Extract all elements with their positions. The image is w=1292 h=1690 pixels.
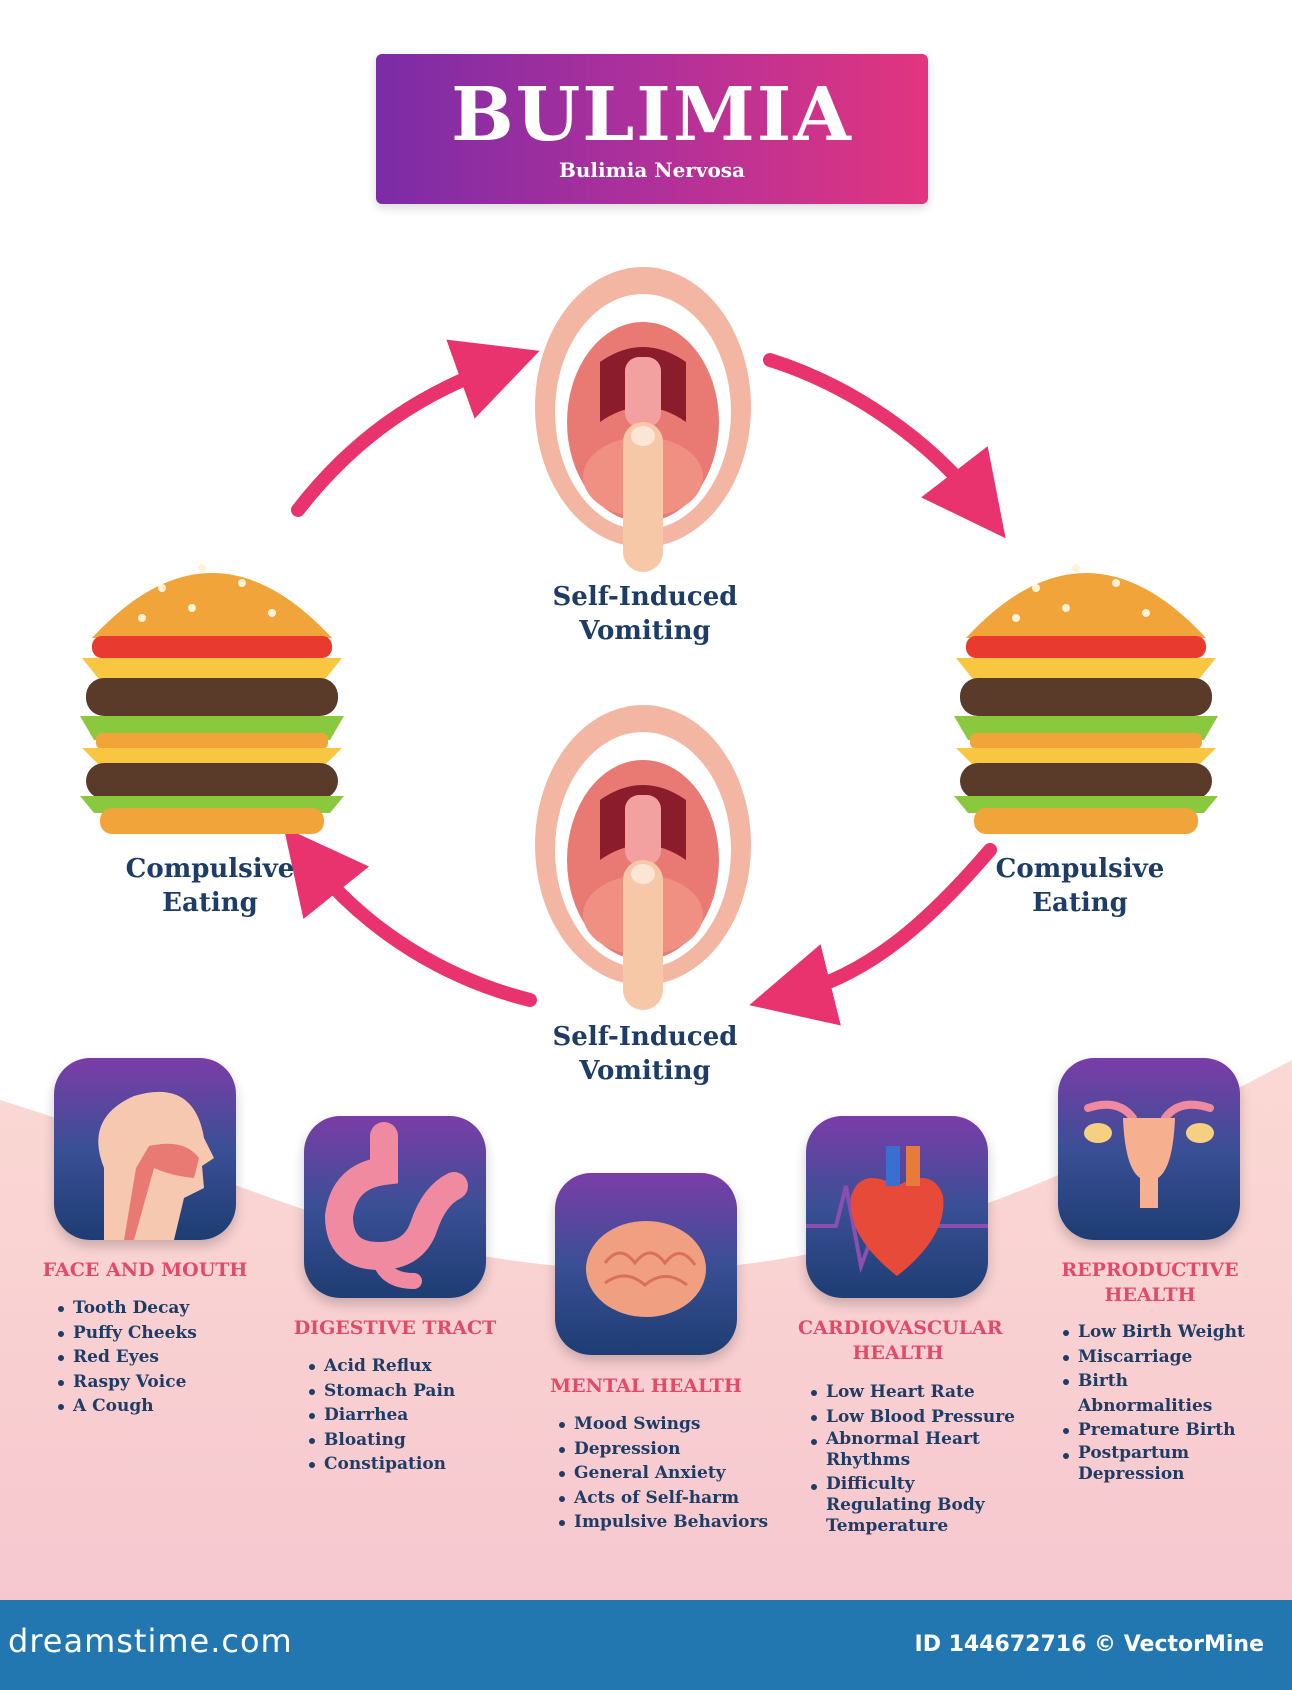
head-icon [98, 1091, 214, 1240]
category-title-digestive: DIGESTIVE TRACT [293, 1317, 497, 1339]
list-item: Postpartum Depression [1060, 1443, 1260, 1485]
footer-id: ID 144672716 © VectorMine [914, 1632, 1264, 1657]
category-list-digestive: Acid Reflux Stomach Pain Diarrhea Bloati… [306, 1354, 455, 1477]
category-title-face-mouth: FACE AND MOUTH [42, 1259, 248, 1281]
burger-icon [80, 564, 344, 834]
list-item: Depression [556, 1437, 768, 1462]
list-item: Red Eyes [55, 1345, 197, 1370]
list-item: Raspy Voice [55, 1370, 197, 1395]
burger-icon [954, 564, 1218, 834]
list-item: Low Blood Pressure [808, 1405, 1018, 1430]
category-list-face-mouth: Tooth Decay Puffy Cheeks Red Eyes Raspy … [55, 1296, 197, 1419]
cycle-label-top: Self-Induced Vomiting [552, 582, 738, 646]
category-title-mental: MENTAL HEALTH [550, 1375, 742, 1397]
stomach-icon [324, 1122, 468, 1289]
list-item: Impulsive Behaviors [556, 1510, 768, 1535]
cycle-label-right: Compulsive Eating [995, 854, 1165, 918]
list-item: Birth Abnormalities [1060, 1369, 1260, 1418]
face-mouth-tile [54, 1058, 236, 1240]
uterus-icon [1084, 1100, 1214, 1208]
list-item: Diarrhea [306, 1403, 455, 1428]
cycle-label-left: Compulsive Eating [125, 854, 295, 918]
page-title: BULIMIA [451, 72, 853, 158]
list-item: General Anxiety [556, 1461, 768, 1486]
brain-icon [586, 1221, 706, 1317]
category-list-mental: Mood Swings Depression General Anxiety A… [556, 1412, 768, 1535]
open-mouth-icon [535, 705, 751, 1010]
page-subtitle: Bulimia Nervosa [558, 158, 746, 182]
list-item: Low Birth Weight [1060, 1320, 1260, 1345]
list-item: Puffy Cheeks [55, 1321, 197, 1346]
arrow-down-right [763, 353, 1006, 539]
footer-bar: dreamstime.com ID 144672716 © VectorMine [0, 1600, 1292, 1690]
list-item: Abnormal Heart Rhythms [808, 1429, 1018, 1474]
list-item: Acts of Self-harm [556, 1486, 768, 1511]
title-banner: BULIMIA Bulimia Nervosa [376, 54, 928, 204]
list-item: Acid Reflux [306, 1354, 455, 1379]
category-title-cardiovascular: CARDIOVASCULAR HEALTH [798, 1317, 1003, 1364]
open-mouth-icon [535, 267, 751, 572]
arrow-up-left-bottom [283, 827, 537, 1007]
list-item: A Cough [55, 1394, 197, 1419]
list-item: Bloating [306, 1428, 455, 1453]
list-item: Mood Swings [556, 1412, 768, 1437]
list-item: Stomach Pain [306, 1379, 455, 1404]
arrow-down-left [749, 843, 997, 1026]
list-item: Miscarriage [1060, 1345, 1260, 1370]
cardiovascular-tile [806, 1116, 988, 1298]
category-list-reproductive: Low Birth Weight Miscarriage Birth Abnor… [1060, 1320, 1260, 1485]
digestive-tile [304, 1116, 486, 1298]
cycle-arrows [283, 339, 1006, 1026]
list-item: Difficulty Regulating Body Temperature [808, 1474, 1018, 1537]
heart-icon [806, 1146, 988, 1276]
category-title-reproductive: REPRODUCTIVE HEALTH [1061, 1259, 1239, 1306]
list-item: Constipation [306, 1452, 455, 1477]
category-list-cardiovascular: Low Heart Rate Low Blood Pressure Abnorm… [808, 1380, 1018, 1537]
cycle-label-bottom: Self-Induced Vomiting [552, 1022, 738, 1086]
list-item: Low Heart Rate [808, 1380, 1018, 1405]
reproductive-tile [1058, 1058, 1240, 1240]
footer-brand: dreamstime.com [8, 1622, 293, 1660]
arrow-up-left [291, 339, 540, 517]
mental-health-tile [555, 1173, 737, 1355]
list-item: Tooth Decay [55, 1296, 197, 1321]
list-item: Premature Birth [1060, 1418, 1260, 1443]
